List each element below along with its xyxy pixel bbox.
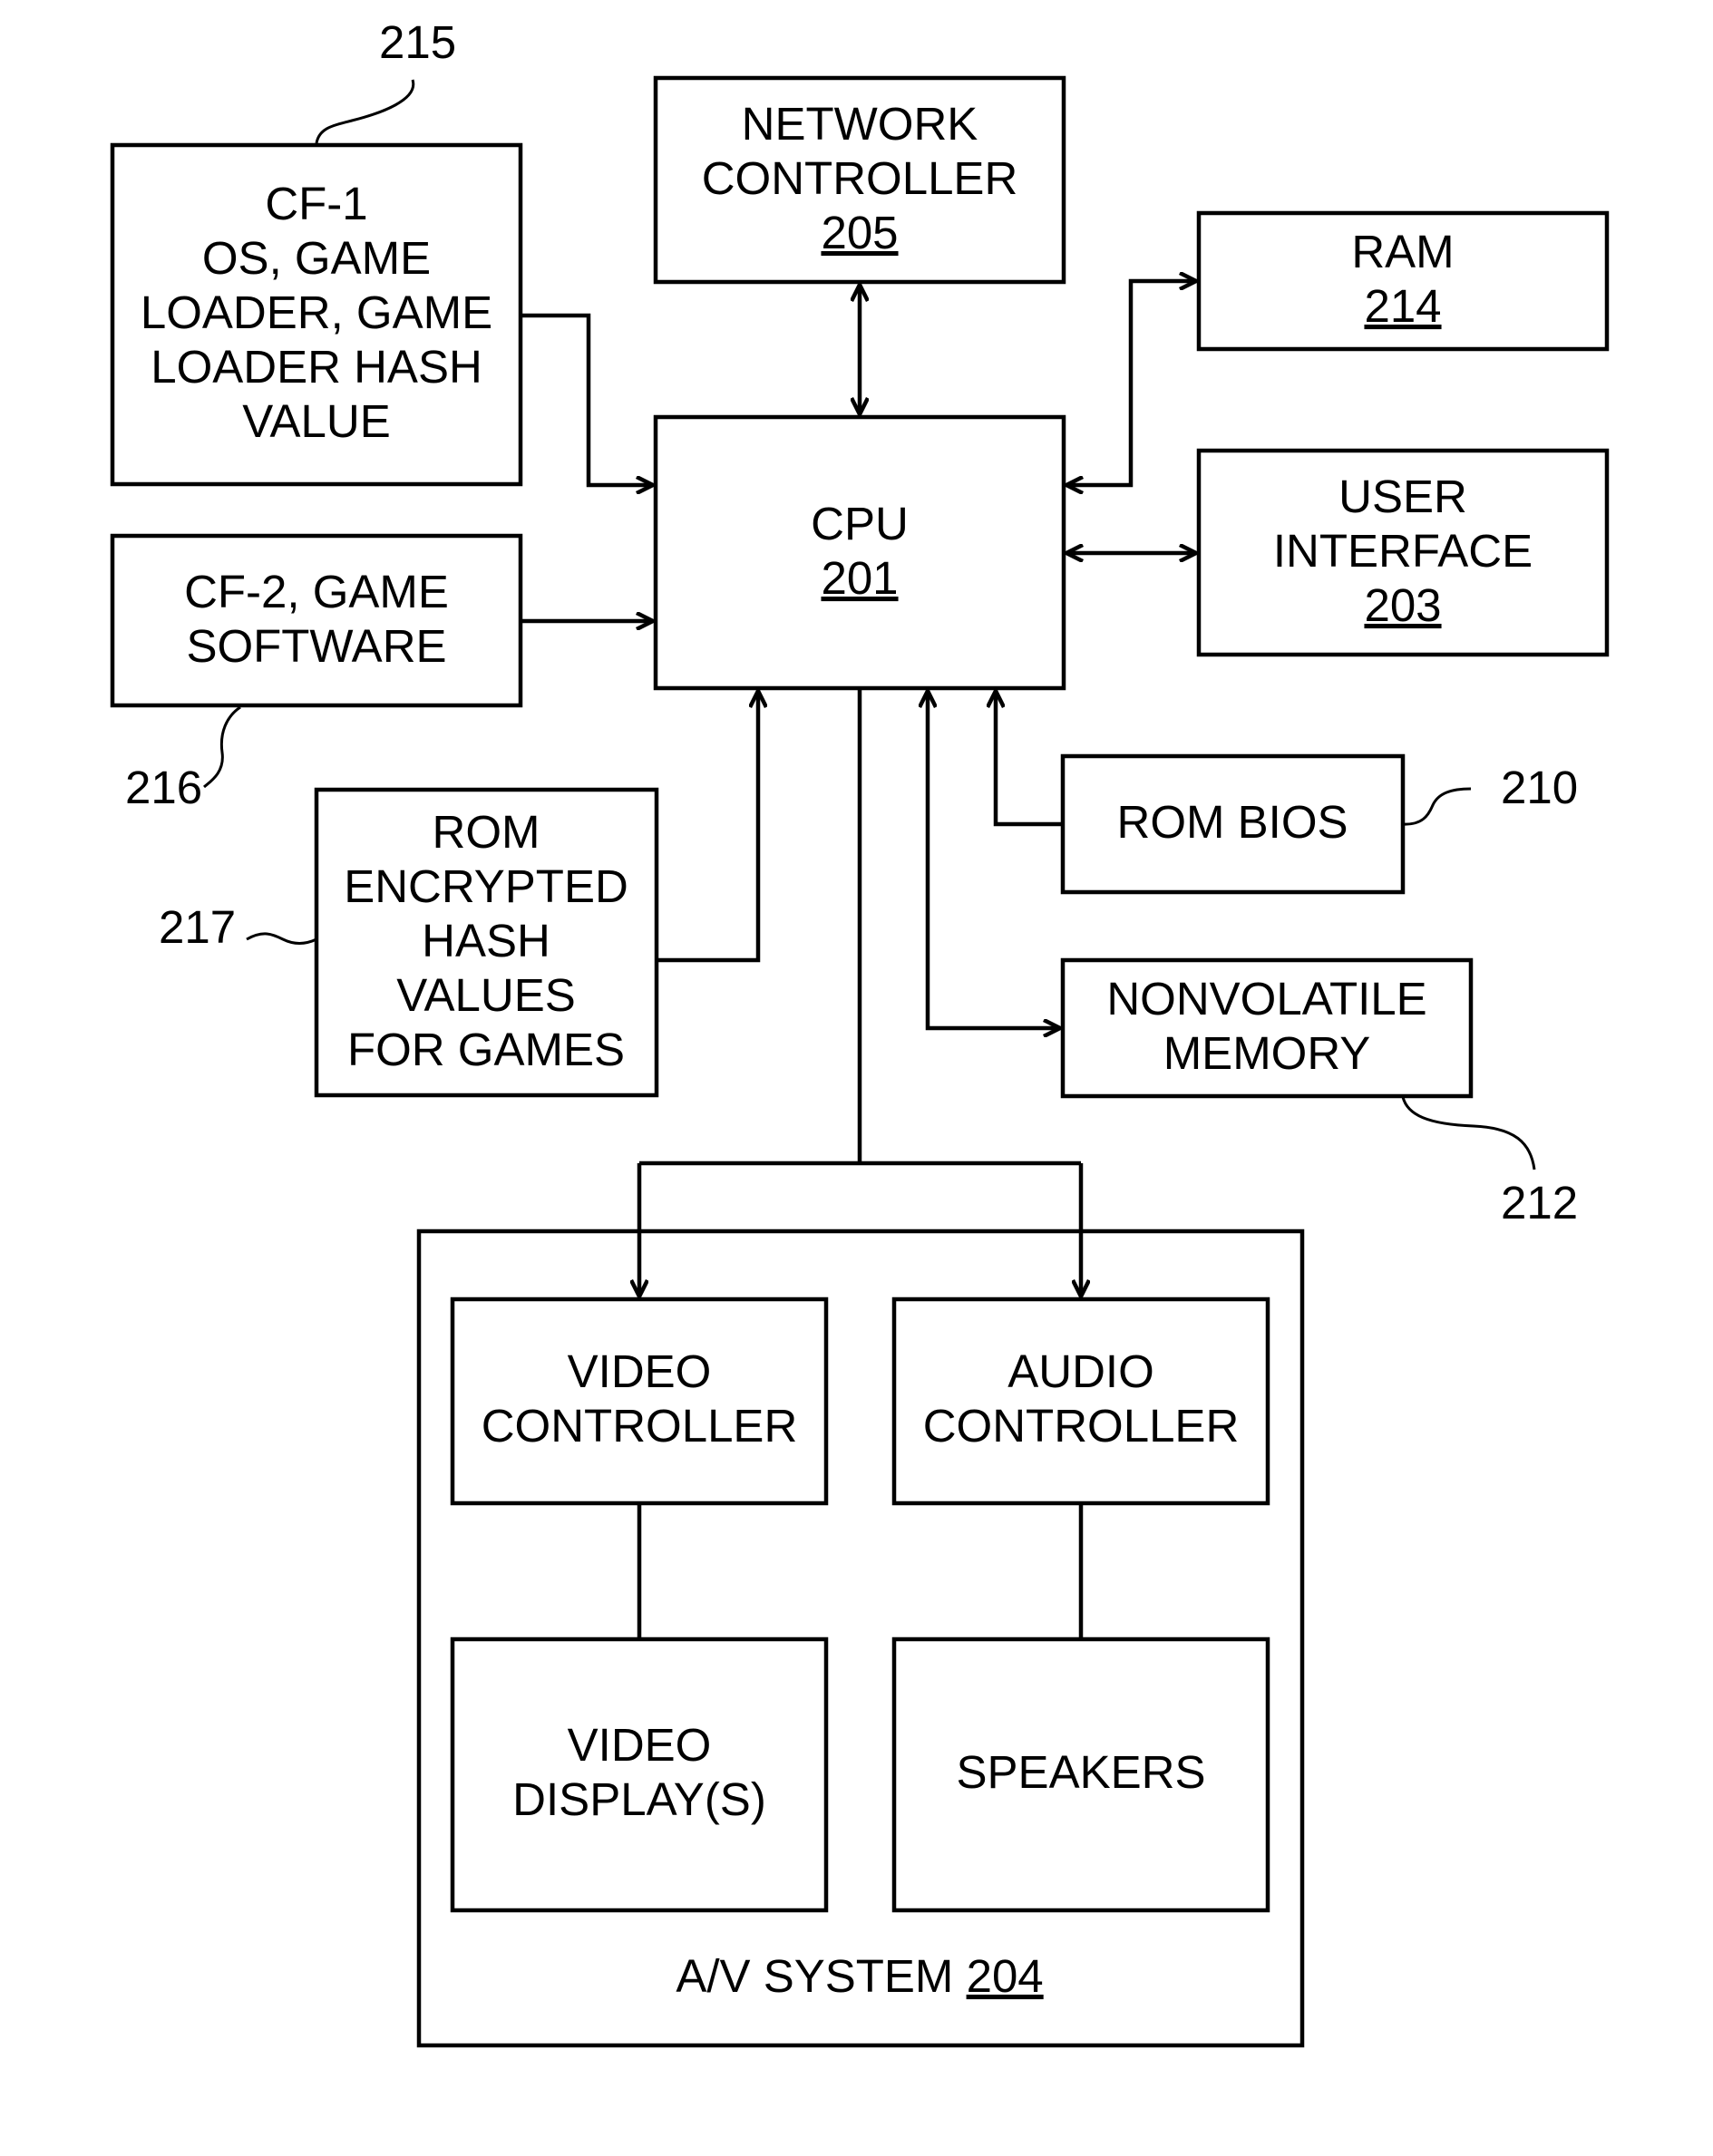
cpu-av-bus-line	[639, 688, 1081, 1163]
ref-217-leader	[247, 934, 316, 944]
cf1-line-4: LOADER HASH	[151, 341, 482, 393]
rom-bios-line-1: ROM BIOS	[1116, 796, 1348, 848]
rom-hash-line-4: VALUES	[396, 969, 575, 1021]
user-interface-ref: 203	[1364, 579, 1441, 631]
nonvolatile-memory-line-2: MEMORY	[1163, 1027, 1371, 1079]
user-interface-line-1: USER	[1338, 471, 1467, 522]
audio-controller-block: AUDIO CONTROLLER	[894, 1299, 1268, 1503]
nonvolatile-memory-block: NONVOLATILE MEMORY	[1063, 960, 1471, 1096]
cpu-ref: 201	[821, 552, 898, 604]
av-system-label: A/V SYSTEM 204	[676, 1950, 1043, 2002]
ref-215: 215	[316, 16, 456, 143]
video-controller-block: VIDEO CONTROLLER	[453, 1299, 826, 1503]
cpu-ram-arrow	[1066, 281, 1196, 485]
ref-217-label: 217	[159, 901, 236, 953]
ref-215-label: 215	[379, 16, 456, 68]
video-display-line-2: DISPLAY(S)	[512, 1773, 766, 1825]
rom-hash-line-5: FOR GAMES	[347, 1024, 625, 1075]
cf1-line-2: OS, GAME	[202, 232, 431, 284]
network-controller-line-1: NETWORK	[742, 98, 978, 150]
video-display-block: VIDEO DISPLAY(S)	[453, 1639, 826, 1910]
ram-block: RAM 214	[1199, 213, 1607, 349]
ref-212-leader	[1403, 1097, 1534, 1170]
audio-controller-line-1: AUDIO	[1007, 1345, 1154, 1397]
rom-hash-line-1: ROM	[433, 806, 540, 858]
speakers-block: SPEAKERS	[894, 1639, 1268, 1910]
ref-215-leader	[316, 80, 414, 143]
network-controller-block: NETWORK CONTROLLER 205	[656, 78, 1064, 282]
cpu-block: CPU 201	[656, 417, 1064, 688]
cf2-block: CF-2, GAME SOFTWARE	[112, 536, 521, 705]
ref-216: 216	[125, 707, 240, 813]
cpu-line-1: CPU	[811, 498, 909, 549]
cf1-block: CF-1 OS, GAME LOADER, GAME LOADER HASH V…	[112, 145, 521, 484]
av-system-ref: 204	[967, 1950, 1044, 2002]
ref-216-label: 216	[125, 762, 202, 813]
rom-hash-block: ROM ENCRYPTED HASH VALUES FOR GAMES	[316, 790, 657, 1095]
ram-ref: 214	[1364, 280, 1441, 332]
audio-controller-line-2: CONTROLLER	[923, 1400, 1240, 1452]
rom-hash-cpu-arrow	[657, 691, 758, 960]
ram-line-1: RAM	[1351, 226, 1454, 277]
ref-217: 217	[159, 901, 316, 953]
network-controller-ref: 205	[821, 207, 898, 258]
nonvolatile-memory-line-1: NONVOLATILE	[1106, 973, 1426, 1025]
av-system-label-text: A/V SYSTEM	[676, 1950, 953, 2002]
cf2-line-1: CF-2, GAME	[184, 566, 449, 617]
user-interface-line-2: INTERFACE	[1273, 525, 1533, 577]
speakers-line-1: SPEAKERS	[957, 1746, 1206, 1798]
ref-212-label: 212	[1501, 1177, 1578, 1229]
ref-210-label: 210	[1501, 762, 1578, 813]
cf1-line-3: LOADER, GAME	[141, 286, 492, 338]
video-controller-line-2: CONTROLLER	[482, 1400, 798, 1452]
cf1-line-5: VALUE	[242, 395, 390, 447]
video-controller-line-1: VIDEO	[568, 1345, 712, 1397]
rom-bios-cpu-arrow	[996, 691, 1063, 824]
rom-bios-block: ROM BIOS	[1063, 756, 1403, 892]
user-interface-block: USER INTERFACE 203	[1199, 451, 1607, 655]
network-controller-line-2: CONTROLLER	[702, 152, 1018, 204]
cf1-cpu-arrow	[521, 316, 653, 485]
cf2-line-2: SOFTWARE	[186, 620, 446, 672]
rom-hash-line-3: HASH	[422, 915, 550, 966]
ref-212: 212	[1403, 1097, 1578, 1229]
ref-210: 210	[1403, 762, 1578, 824]
video-display-line-1: VIDEO	[568, 1719, 712, 1771]
ref-210-leader	[1403, 789, 1471, 824]
cf1-line-1: CF-1	[265, 178, 367, 229]
rom-hash-line-2: ENCRYPTED	[344, 860, 628, 912]
ref-216-leader	[204, 707, 240, 787]
